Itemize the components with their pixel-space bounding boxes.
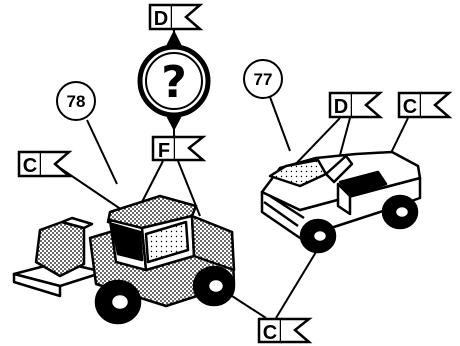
vehicle-number-77-label: 77 [254, 70, 273, 89]
vehicle-number-78-label: 78 [67, 92, 86, 111]
question-mark-icon: ? [161, 57, 187, 108]
jeep-front-wheel [299, 218, 337, 254]
flag-c-bottom-label: C [263, 322, 277, 344]
flag-c-left[interactable]: C [17, 150, 73, 178]
top-flag-label: D [154, 8, 168, 30]
leader-line-c-left [59, 167, 129, 215]
forklift-rear-wheel [192, 265, 236, 307]
leader-line-77 [269, 96, 291, 152]
top-flag-d[interactable]: D [148, 3, 204, 31]
flag-f-label: F [158, 140, 170, 162]
hint-medallion[interactable]: ? [137, 29, 211, 140]
flag-c-right[interactable]: C [397, 91, 453, 119]
jeep-vehicle[interactable] [260, 150, 422, 254]
flag-d-right-label: D [334, 96, 348, 118]
flag-c-bottom[interactable]: C [257, 317, 313, 344]
flag-c-left-label: C [23, 155, 37, 177]
flag-f[interactable]: F [151, 135, 207, 162]
forklift-front-wheel [94, 279, 142, 325]
leader-line-f-1 [141, 160, 164, 203]
leader-line-78 [86, 119, 118, 185]
leader-line-bottom-2 [275, 251, 317, 319]
jeep-rear-wheel [381, 194, 419, 230]
vehicle-number-77[interactable]: 77 [243, 59, 283, 99]
leader-line-bottom-1 [231, 295, 267, 319]
flag-c-right-label: C [403, 96, 417, 118]
vehicle-number-78[interactable]: 78 [56, 81, 96, 121]
flag-d-right[interactable]: D [328, 91, 384, 119]
forklift-vehicle[interactable] [12, 194, 236, 325]
